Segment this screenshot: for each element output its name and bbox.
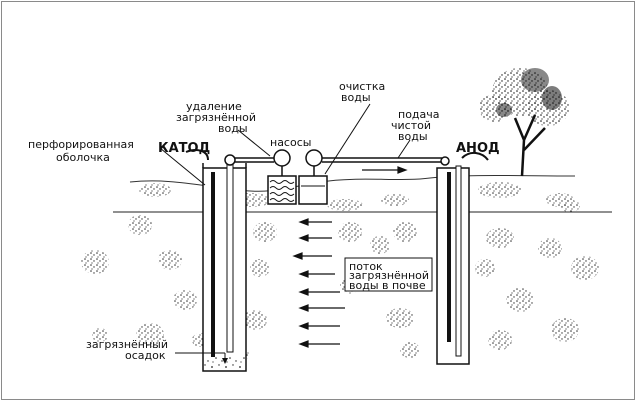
cathode-label: КАТОД [158, 141, 210, 156]
sediment-label-line1: загрязнённый [86, 338, 168, 351]
clean-water-arrow [362, 166, 408, 174]
cleaning-label-line2: воды [341, 91, 371, 104]
removal-label-line3: воды [218, 122, 248, 135]
removal-label-line1: удаление [186, 100, 242, 113]
cathode-well [185, 149, 247, 372]
perforated-label-line1: перфорированная [28, 138, 134, 151]
removal-label-line2: загрязнённой [176, 111, 256, 124]
sediment-label-line2: осадок [125, 349, 166, 362]
pumps [273, 149, 323, 180]
tanks [267, 175, 328, 205]
supply-label-line1: подача [398, 108, 440, 121]
anode-label: АНОД [456, 141, 500, 156]
flow-label-line2: загрязнённой [349, 269, 429, 282]
tree-illustration [479, 68, 570, 177]
piping [224, 154, 450, 166]
supply-label-line2: чистой [391, 119, 431, 132]
anode-well [436, 152, 489, 365]
leader-lines [159, 103, 411, 362]
perforated-label-line2: оболочка [56, 151, 110, 164]
soil-flow-arrows [292, 218, 345, 348]
flow-label-box [344, 257, 433, 292]
flow-label-line1: поток [349, 260, 383, 273]
pumps-label: насосы [270, 136, 311, 149]
cleaning-label-line1: очистка [339, 80, 385, 93]
supply-label-line3: воды [398, 130, 428, 143]
flow-label-line3: воды в почве [349, 279, 426, 292]
soil-texture [81, 182, 599, 362]
